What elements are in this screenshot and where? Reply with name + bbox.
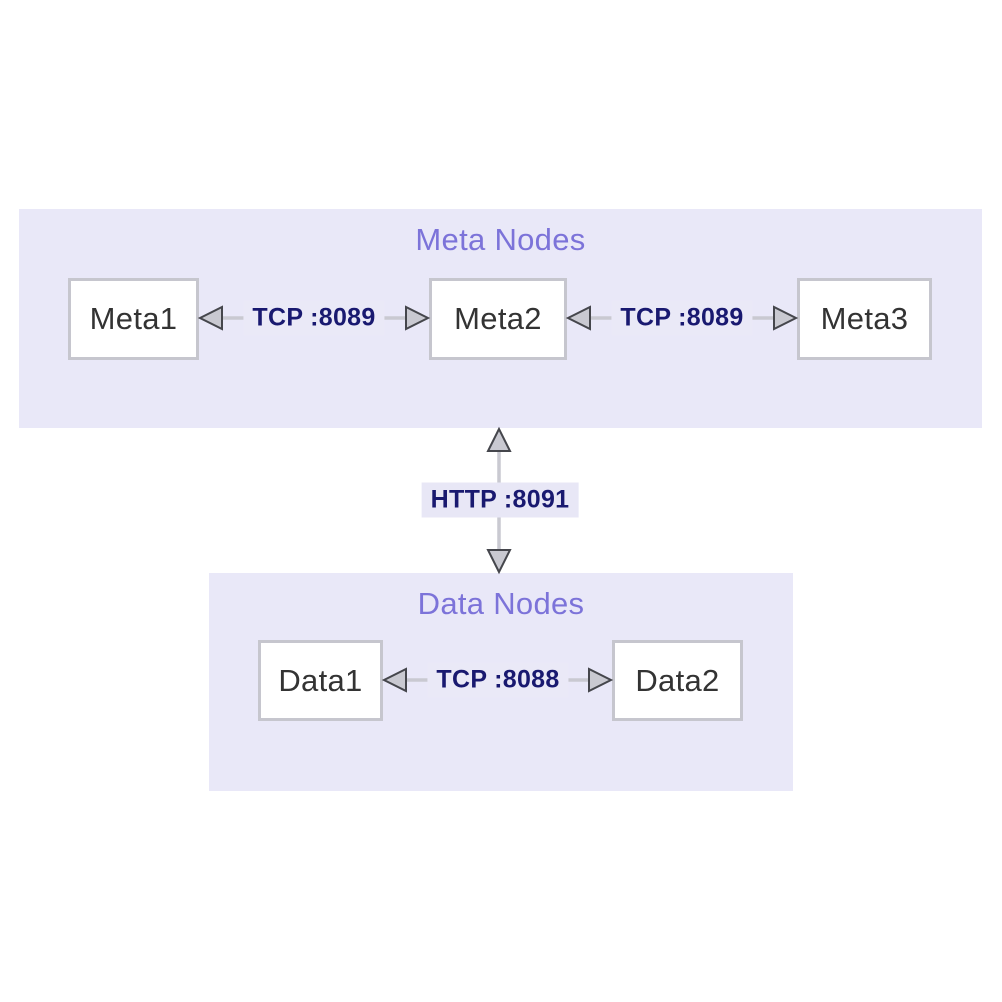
node-data1-label: Data1 [278,662,363,698]
cluster-meta-title: Meta Nodes [415,222,586,257]
edge-label-meta2-meta3: TCP :8089 [611,300,753,336]
arrowhead-right-icon [588,667,614,693]
edge-label-data1-data2: TCP :8088 [427,662,569,698]
node-data1: Data1 [258,640,383,721]
cluster-data-nodes: Data Nodes Data1 Data2 [209,573,793,791]
node-data2: Data2 [612,640,743,721]
node-meta2: Meta2 [429,278,567,360]
node-meta2-label: Meta2 [454,301,542,336]
node-meta1: Meta1 [68,278,199,360]
arrowhead-left-icon [565,305,591,331]
cluster-meta-nodes: Meta Nodes Meta1 Meta2 Meta3 [19,209,982,428]
node-data2-label: Data2 [635,662,720,698]
arrowhead-right-icon [405,305,431,331]
arrowhead-left-icon [381,667,407,693]
arrowhead-left-icon [197,305,223,331]
node-meta1-label: Meta1 [89,301,178,336]
arrowhead-up-icon [486,426,512,452]
node-meta3: Meta3 [797,278,932,360]
arrowhead-right-icon [773,305,799,331]
edge-label-meta1-meta2: TCP :8089 [243,300,385,336]
arrowhead-down-icon [486,549,512,575]
node-meta3-label: Meta3 [820,301,909,336]
edge-label-meta-data: HTTP :8091 [421,482,579,518]
cluster-data-title: Data Nodes [417,586,585,621]
